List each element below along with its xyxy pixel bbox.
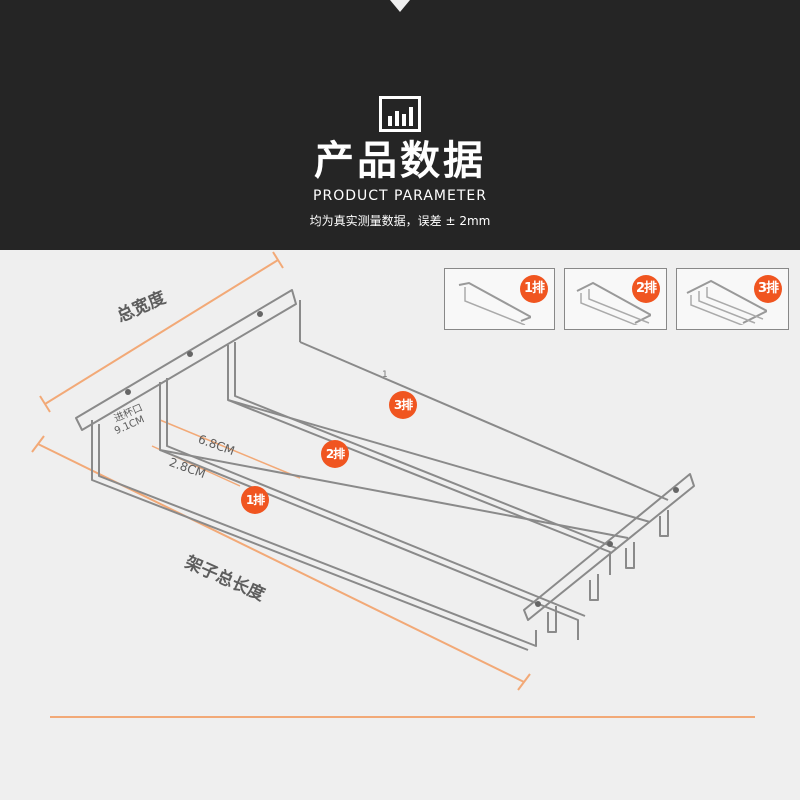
variant-thumbnail-1-row: 1排 [444,268,555,330]
variant-badge: 2排 [632,275,660,303]
header-banner: 产品数据 PRODUCT PARAMETER 均为真实测量数据，误差 ± 2mm [0,0,800,250]
page-subtitle: PRODUCT PARAMETER [313,188,487,204]
row-badge-3: 3排 [389,391,417,419]
rack-thumbnail-icon [458,281,531,325]
variant-thumbnail-2-rows: 2排 [564,268,667,330]
bottom-divider [50,716,755,718]
spacing-guide-line [159,419,301,479]
row-badge-2: 2排 [321,440,349,468]
marker-text: 1 [382,370,388,380]
variant-badge: 1排 [520,275,548,303]
rack-thumbnail-icon [686,279,767,325]
rack-frame [75,289,695,651]
bar-chart-icon [379,96,421,132]
rack-thumbnail-icon [576,281,651,325]
header-notch [390,0,410,12]
measurement-note: 均为真实测量数据，误差 ± 2mm [309,214,491,228]
page-title: 产品数据 [314,138,486,184]
variant-thumbnail-3-rows: 3排 [676,268,789,330]
width-dimension-line [44,259,279,405]
variant-badge: 3排 [754,275,782,303]
row-badge-1: 1排 [241,486,269,514]
mounting-holes [125,311,679,607]
